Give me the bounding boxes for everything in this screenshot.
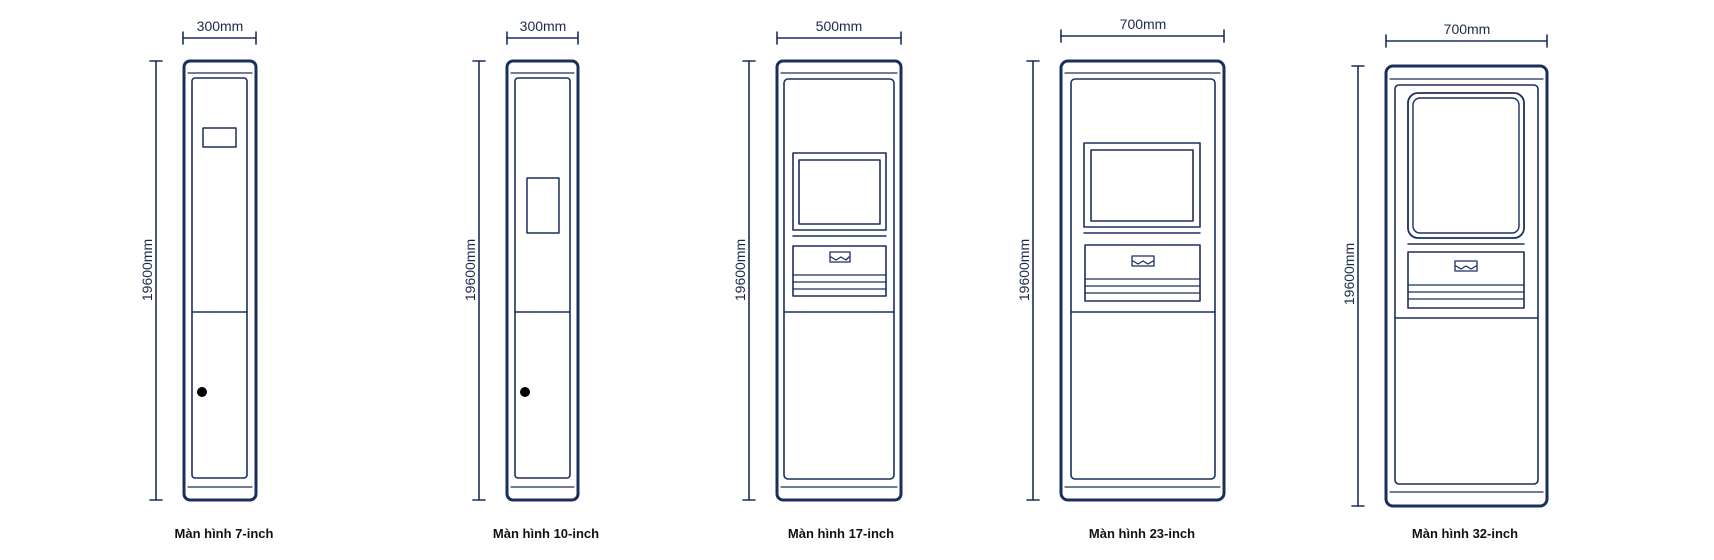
kiosk-body xyxy=(505,59,580,502)
width-dimension-line xyxy=(506,31,579,45)
kiosk-32-inch xyxy=(1351,34,1549,508)
lock-icon xyxy=(197,387,207,397)
kiosk-17-inch xyxy=(742,31,903,502)
height-label-7-inch: 19600mm xyxy=(139,239,155,301)
width-labels: 300mm 300mm 500mm 700mm 700mm xyxy=(197,16,1491,37)
height-label-17-inch: 19600mm xyxy=(732,239,748,301)
captions: Màn hình 7-inch Màn hình 10-inch Màn hìn… xyxy=(175,526,1519,541)
height-dimension-line xyxy=(742,60,756,501)
lock-icon xyxy=(520,387,530,397)
kiosk-body xyxy=(1059,59,1226,502)
keypad-panel xyxy=(792,245,887,297)
monitor-screen xyxy=(1083,142,1201,234)
width-dimension-line xyxy=(776,31,902,45)
large-screen xyxy=(1407,92,1525,245)
caption-7-inch: Màn hình 7-inch xyxy=(175,526,274,541)
card-slot-icon xyxy=(1454,260,1478,272)
kiosk-body xyxy=(775,59,903,502)
width-dimension-line xyxy=(1060,29,1225,43)
height-label-10-inch: 19600mm xyxy=(462,239,478,301)
keypad-panel xyxy=(1407,251,1525,309)
small-screen xyxy=(202,127,237,148)
caption-23-inch: Màn hình 23-inch xyxy=(1089,526,1195,541)
kiosk-10-inch xyxy=(472,31,580,502)
kiosk-7-inch xyxy=(149,31,258,502)
height-dimension-line xyxy=(149,60,163,501)
caption-10-inch: Màn hình 10-inch xyxy=(493,526,599,541)
width-label-10-inch: 300mm xyxy=(520,18,567,34)
width-label-17-inch: 500mm xyxy=(816,18,863,34)
kiosk-body xyxy=(182,59,258,502)
width-label-23-inch: 700mm xyxy=(1120,16,1167,32)
card-slot-icon xyxy=(829,251,851,263)
caption-17-inch: Màn hình 17-inch xyxy=(788,526,894,541)
caption-32-inch: Màn hình 32-inch xyxy=(1412,526,1518,541)
height-dimension-line xyxy=(1351,65,1365,507)
kiosk-23-inch xyxy=(1026,29,1226,502)
keypad-panel xyxy=(1084,244,1201,302)
width-dimension-line xyxy=(1385,34,1548,48)
width-label-32-inch: 700mm xyxy=(1444,21,1491,37)
height-dimension-line xyxy=(1026,60,1040,501)
card-slot-icon xyxy=(1131,255,1155,267)
height-labels: 19600mm 19600mm 19600mm 19600mm 19600mm xyxy=(139,239,1357,305)
height-label-32-inch: 19600mm xyxy=(1341,243,1357,305)
height-label-23-inch: 19600mm xyxy=(1016,239,1032,301)
width-dimension-line xyxy=(182,31,257,45)
width-label-7-inch: 300mm xyxy=(197,18,244,34)
kiosk-body xyxy=(1384,64,1549,508)
monitor-screen xyxy=(792,152,887,237)
tall-screen xyxy=(526,177,560,234)
height-dimension-line xyxy=(472,60,486,501)
